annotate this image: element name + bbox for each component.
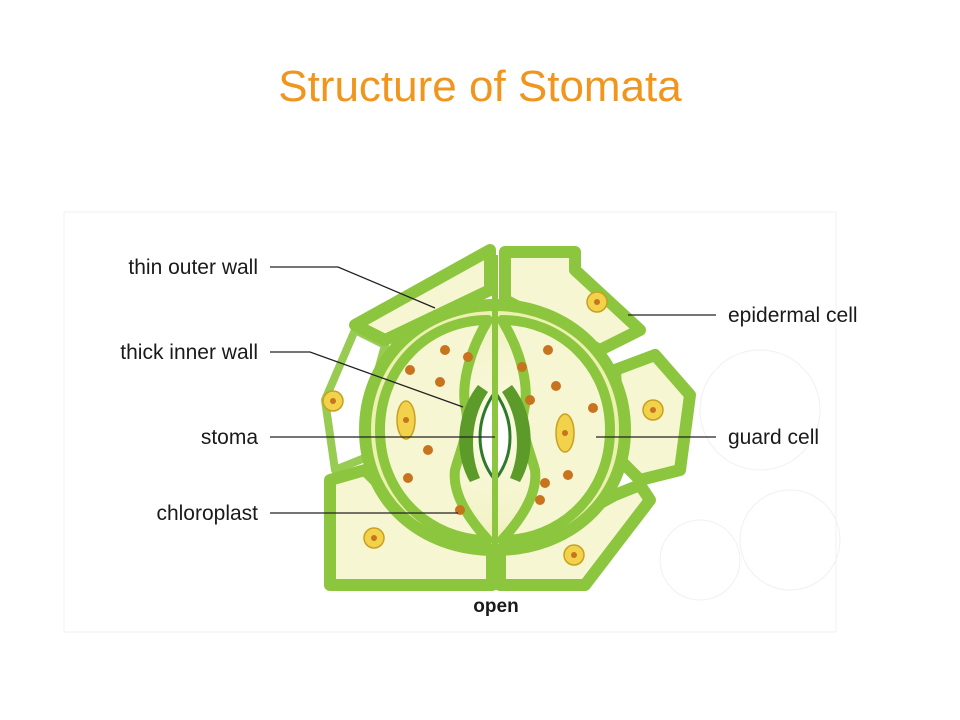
chloroplast <box>535 495 545 505</box>
thick-inner-wall-left <box>459 385 488 482</box>
chloroplast <box>588 403 598 413</box>
thick-inner-wall-right <box>502 385 531 482</box>
epidermal-cell-top-left <box>349 244 496 346</box>
label-epidermal-cell: epidermal cell <box>728 304 858 327</box>
chloroplast <box>405 365 415 375</box>
leader-thin-outer-wall <box>270 266 436 309</box>
chloroplast <box>440 345 450 355</box>
leader-thick-inner-wall <box>270 351 464 408</box>
chloroplast <box>435 377 445 387</box>
caption-open: open <box>473 596 518 617</box>
chloroplast <box>517 362 527 372</box>
label-thick-inner-wall: thick inner wall <box>120 341 258 364</box>
chloroplast <box>403 473 413 483</box>
faint-background <box>63 211 841 633</box>
leader-lines <box>270 266 716 514</box>
epidermal-nuclei <box>322 291 664 566</box>
label-thin-outer-wall: thin outer wall <box>128 256 258 279</box>
chloroplast <box>563 470 573 480</box>
label-guard-cell: guard cell <box>728 426 819 449</box>
label-chloroplast: chloroplast <box>156 502 258 525</box>
chloroplast <box>551 381 561 391</box>
slide-title: Structure of Stomata <box>278 62 682 111</box>
chloroplasts <box>403 345 598 515</box>
guard-cell-nuclei <box>396 400 575 453</box>
chloroplast <box>525 395 535 405</box>
label-stoma: stoma <box>201 426 259 449</box>
chloroplast <box>543 345 553 355</box>
chloroplast <box>540 478 550 488</box>
chloroplast <box>463 352 473 362</box>
chloroplast <box>423 445 433 455</box>
